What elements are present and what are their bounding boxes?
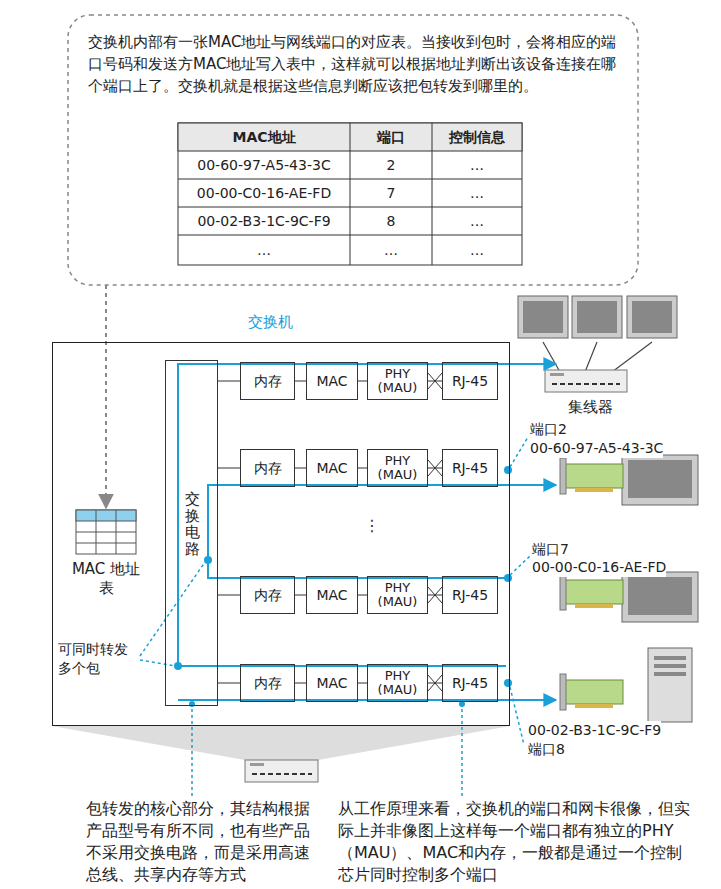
component-box: RJ-45	[442, 576, 498, 614]
pc-port2	[560, 455, 698, 505]
table-cell: …	[432, 207, 522, 235]
table-cell: …	[350, 235, 432, 265]
label-text: 端口8	[528, 740, 565, 759]
connector	[218, 595, 240, 596]
component-box: 内存	[240, 362, 295, 400]
connector	[295, 381, 306, 382]
component-box: RJ-45	[442, 449, 498, 487]
component-box: MAC	[306, 449, 358, 487]
connector	[295, 683, 306, 684]
label-text: 00-02-B3-1C-9C-F9	[528, 721, 661, 740]
leader-lines	[140, 437, 530, 796]
label-text: 可同时转发多个包	[58, 640, 138, 678]
node-text: MAC	[314, 587, 349, 603]
crossover-mark	[428, 587, 442, 603]
node-text: MAC 地址表	[70, 560, 142, 598]
connector	[358, 683, 367, 684]
component-box: MAC	[306, 362, 358, 400]
component-box: PHY (MAU)	[367, 664, 428, 702]
node-text: 交换机	[248, 313, 293, 332]
table-cell: …	[178, 235, 350, 265]
component-box: RJ-45	[442, 362, 498, 400]
packet-flow	[178, 364, 556, 700]
connector	[218, 381, 240, 382]
table-cell: 端口	[350, 123, 432, 151]
node-text: MAC	[314, 460, 349, 476]
label-text: 端口7	[532, 540, 569, 559]
component-box: 内存	[240, 576, 295, 614]
node-text: RJ-45	[450, 675, 490, 691]
callout-box: 交换机内部有一张MAC地址与网线端口的对应表。当接收到包时，会将相应的端口号码和…	[68, 15, 638, 285]
connector	[105, 285, 107, 508]
table-cell: 00-00-C0-16-AE-FD	[178, 179, 350, 207]
table-cell: 控制信息	[432, 123, 522, 151]
crossover-mark	[428, 373, 442, 389]
circuit-box: 交换电路	[165, 360, 218, 706]
node-text: RJ-45	[450, 587, 490, 603]
label-text: ⋮	[362, 515, 382, 537]
mac-table-grid	[178, 123, 522, 265]
table-cell: …	[432, 235, 522, 265]
node-text: 内存	[252, 587, 284, 603]
component-box: PHY (MAU)	[367, 362, 428, 400]
connector	[295, 595, 306, 596]
pc-port7	[560, 572, 698, 622]
node-text: RJ-45	[450, 373, 490, 389]
connector	[358, 468, 367, 469]
component-box: MAC	[306, 664, 358, 702]
node-text: 内存	[252, 460, 284, 476]
node-text: MAC	[314, 373, 349, 389]
table-cell: 00-02-B3-1C-9C-F9	[178, 207, 350, 235]
label-text: 00-00-C0-16-AE-FD	[532, 558, 666, 577]
note-text: 包转发的核心部分，其结构根据产品型号有所不同，也有些产品不采用交换电路，而是采用…	[86, 798, 320, 886]
component-box: PHY (MAU)	[367, 576, 428, 614]
table-cell: 2	[350, 151, 432, 179]
component-box: MAC	[306, 576, 358, 614]
mac-table-icon	[76, 510, 136, 554]
node-text: 交换机内部有一张MAC地址与网线端口的对应表。当接收到包时，会将相应的端口号码和…	[88, 31, 623, 97]
table-cell: MAC地址	[178, 123, 350, 151]
component-box: 内存	[240, 664, 295, 702]
crossover-mark	[428, 675, 442, 691]
note-text: 从工作原理来看，交换机的端口和网卡很像，但实际上并非像图上这样每一个端口都有独立…	[338, 798, 698, 886]
node-text: MAC	[314, 675, 349, 691]
component-box: RJ-45	[442, 664, 498, 702]
mactable-box: MAC 地址表	[70, 508, 142, 598]
table-cell: …	[432, 179, 522, 207]
connector	[295, 468, 306, 469]
server-port8	[560, 648, 692, 722]
node-text: 内存	[252, 675, 284, 691]
crossover-mark	[428, 460, 442, 476]
node-text: PHY (MAU)	[368, 669, 427, 697]
node-text: PHY (MAU)	[368, 454, 427, 482]
node-text: PHY (MAU)	[368, 581, 427, 609]
table-cell: 8	[350, 207, 432, 235]
component-box: PHY (MAU)	[367, 449, 428, 487]
node-text: 内存	[252, 373, 284, 389]
connector	[218, 468, 240, 469]
node-text: 交换电路	[185, 491, 200, 557]
label-text: 00-60-97-A5-43-3C	[530, 439, 663, 458]
table-cell: 00-60-97-A5-43-3C	[178, 151, 350, 179]
label-text: 端口2	[530, 420, 567, 439]
switch-icon	[245, 760, 318, 782]
table-cell: 7	[350, 179, 432, 207]
connector	[218, 683, 240, 684]
flow-dots	[174, 466, 512, 707]
hub-illustration	[518, 296, 677, 392]
connector	[358, 595, 367, 596]
node-text: RJ-45	[450, 460, 490, 476]
zoom-trapezoid	[52, 726, 510, 760]
table-cell: …	[432, 151, 522, 179]
component-box: 内存	[240, 449, 295, 487]
node-text: PHY (MAU)	[368, 367, 427, 395]
connector	[358, 381, 367, 382]
callout-outline	[68, 15, 638, 285]
label-text: 集线器	[560, 397, 620, 417]
